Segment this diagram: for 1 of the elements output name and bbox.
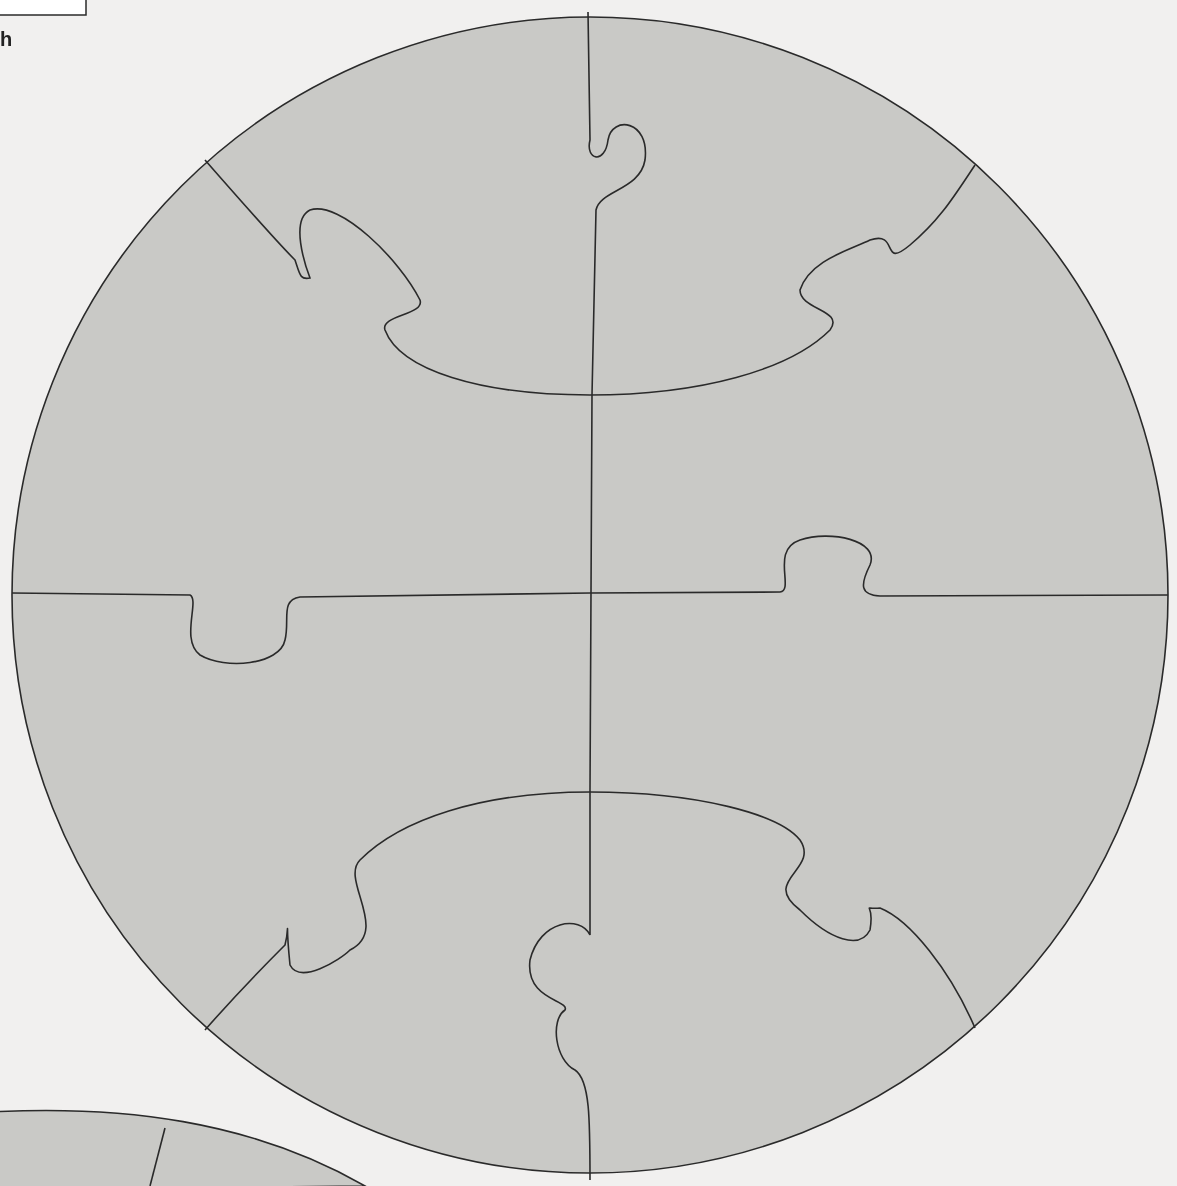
text-fragment: h (0, 28, 13, 51)
